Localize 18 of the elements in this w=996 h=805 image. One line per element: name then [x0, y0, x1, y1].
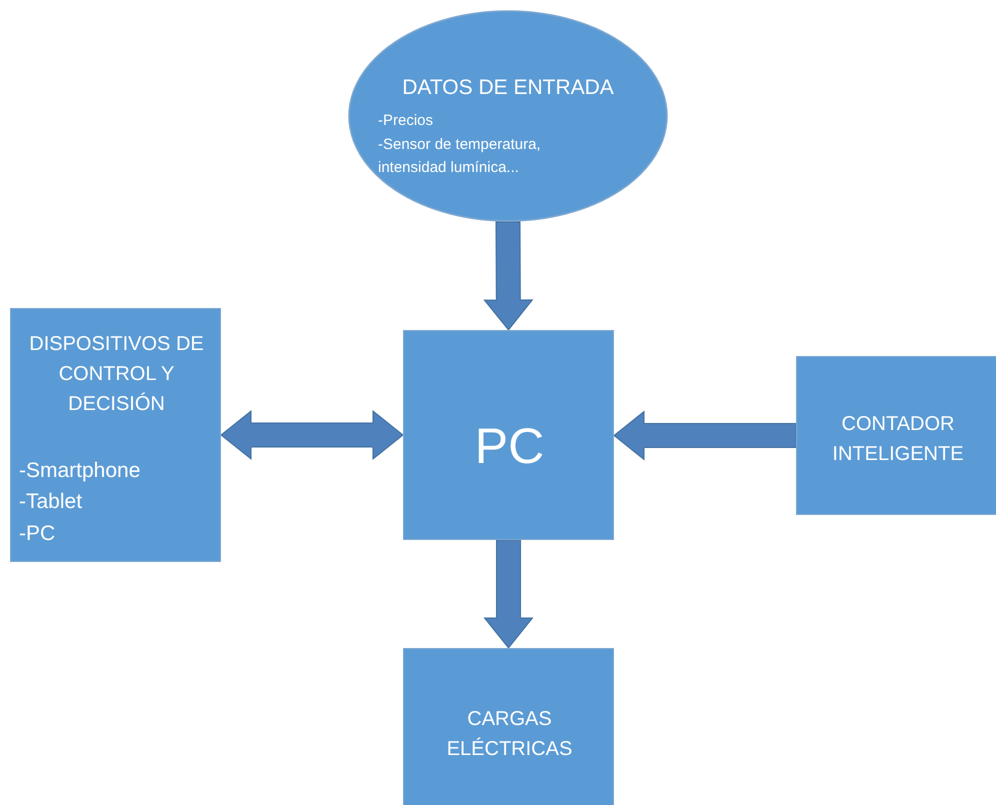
list-item: -Sensor de temperatura, intensidad lumínica... [378, 135, 542, 178]
node-title: CONTADOR INTELIGENTE [831, 412, 965, 467]
block-arrow [483, 540, 534, 649]
list-item: -PC [19, 521, 56, 547]
list-item: -Tablet [19, 489, 82, 515]
list-item: -Smartphone [19, 458, 140, 484]
process-box [403, 648, 614, 805]
node-title: DATOS DE ENTRADA [401, 75, 615, 101]
process-box [796, 356, 996, 515]
double-block-arrow [220, 410, 404, 460]
list-item: -Precios [378, 111, 434, 131]
node-title: DISPOSITIVOS DE CONTROL Y DECISIÓN [28, 332, 205, 417]
block-arrow [613, 410, 796, 461]
node-title: PC [474, 417, 546, 476]
process-box [10, 308, 221, 562]
process-box [403, 330, 614, 540]
node-title: CARGAS ELÉCTRICAS [446, 707, 574, 762]
block-arrow [483, 221, 534, 331]
